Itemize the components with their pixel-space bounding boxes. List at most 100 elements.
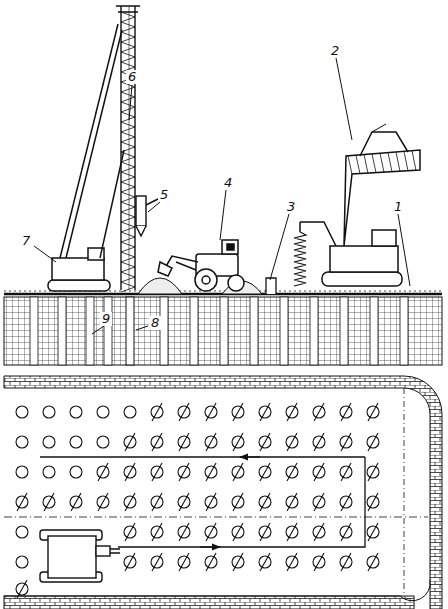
pile-column [160,297,168,365]
pile-column [370,297,378,365]
pile-hole [70,406,82,418]
pile-hole [43,466,55,478]
pile-hole [151,463,163,481]
pile-hole [124,523,136,541]
pile-hole [43,406,55,418]
pile-driver-mast [116,6,140,292]
pile-hole [367,553,379,571]
pile-hole [70,436,82,448]
pile-hole [151,523,163,541]
pile-hole [205,403,217,421]
pile-hole [16,580,28,598]
pile-hole [70,466,82,478]
pile-hole [313,493,325,511]
pile-hole [43,436,55,448]
pile-hole [124,493,136,511]
pile-hole [286,403,298,421]
pile-column [220,297,228,365]
pile-hole [16,556,28,568]
callout-number: 8 [149,316,161,330]
pile-hole [97,436,109,448]
callout-number: 7 [20,234,32,248]
callout-number: 2 [329,44,341,58]
pile-hole [97,463,109,481]
pile-hole [16,493,28,511]
pile-hole [232,403,244,421]
pile-hole [16,436,28,448]
auger-drilling-rig [294,124,420,286]
callout-number: 3 [285,200,297,214]
pile-column [86,297,94,365]
pile-hole [340,553,352,571]
callout-number: 4 [222,176,234,190]
pile-hole [232,553,244,571]
pile-hole [232,523,244,541]
pile-hole [178,433,190,451]
callout-number: 9 [100,312,112,326]
pile-hole [151,493,163,511]
pile-column [310,297,318,365]
trench-wall [4,376,442,609]
pile-hole [178,523,190,541]
pile-hole [259,433,271,451]
pile-hole [313,523,325,541]
pile-hole [178,403,190,421]
pile-hole [16,466,28,478]
pile-hole [151,553,163,571]
callout-number: 6 [126,70,138,84]
pile-hole [367,493,379,511]
pile-hole [124,463,136,481]
pile-hole [16,526,28,538]
pile-column [190,297,198,365]
pile-hole [286,493,298,511]
pile-hole [286,553,298,571]
pile-hole [259,553,271,571]
pile-hole [313,463,325,481]
pile-hole [205,523,217,541]
pile-column [104,297,112,365]
pile-hole [178,493,190,511]
leader-lines [34,58,410,334]
trench-wall [4,596,414,609]
drill-bucket [136,196,158,236]
pile-hole [151,433,163,451]
pile-hole [286,433,298,451]
callout-number: 5 [158,188,170,202]
pile-hole [97,493,109,511]
pile-hole [340,463,352,481]
pile-hole [16,406,28,418]
pile-hole [124,433,136,451]
pile-hole [313,553,325,571]
pile-hole [367,403,379,421]
pile-hole [367,433,379,451]
pile-hole [151,403,163,421]
pile-hole [43,493,55,511]
pile-hole [340,433,352,451]
pile-hole [340,523,352,541]
pile-column [58,297,66,365]
borehole [126,297,134,365]
pile-hole [259,463,271,481]
pile-hole [232,433,244,451]
pile-hole [340,403,352,421]
pile-column [30,297,38,365]
pile-hole [286,523,298,541]
pile-column [280,297,288,365]
pile-column [340,297,348,365]
pile-hole [124,406,136,418]
pile-hole [232,493,244,511]
loader [158,240,244,291]
callout-number: 1 [392,200,404,214]
pile-hole [313,433,325,451]
pile-column [250,297,258,365]
pile-hole [205,433,217,451]
pile-hole [124,553,136,571]
pile-hole [178,553,190,571]
pile-hole [259,523,271,541]
machine-plan [40,530,120,582]
pile-hole [259,403,271,421]
pile-hole [313,403,325,421]
pile-hole [259,493,271,511]
